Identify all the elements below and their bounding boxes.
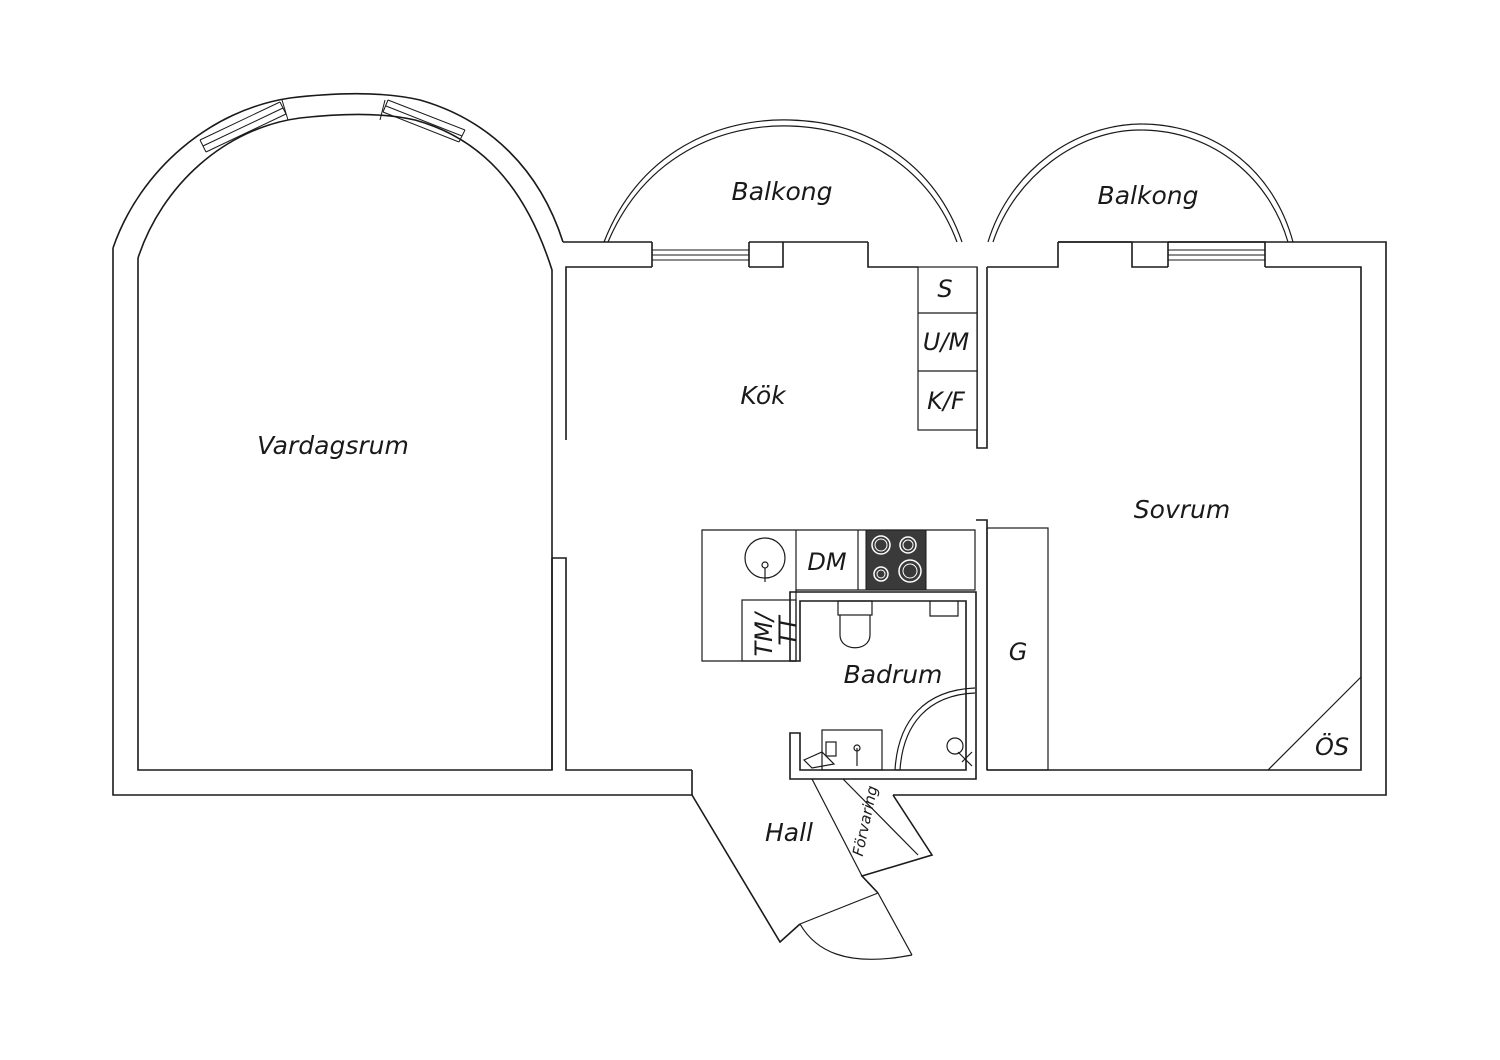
label-um: U/M [923, 328, 970, 356]
kitchen-tall-cabinets [917, 266, 978, 431]
label-tm-tt: TM/ TT [750, 605, 802, 656]
wardrobe-g [986, 527, 1049, 771]
label-dm: DM [807, 548, 846, 576]
label-os: ÖS [1315, 732, 1349, 761]
label-badrum: Badrum [844, 660, 943, 689]
outer-walls [112, 241, 1387, 944]
label-sovrum: Sovrum [1134, 495, 1230, 524]
label-balkong-1: Balkong [732, 177, 833, 206]
label-tm-tt-line1: TM/ [750, 610, 778, 656]
balconies [603, 119, 1294, 243]
label-forvaring: Förvaring [849, 784, 881, 858]
windows [652, 249, 1265, 261]
living-room-bay [112, 92, 564, 440]
corner-cabinet-os [1267, 676, 1362, 771]
label-vardagsrum: Vardagsrum [257, 431, 409, 460]
label-kf: K/F [927, 387, 966, 415]
label-kok: Kök [740, 381, 787, 410]
label-g: G [1009, 638, 1028, 666]
label-hall: Hall [765, 818, 813, 847]
label-tm-tt-line2: TT [774, 614, 802, 646]
room-labels: Vardagsrum Kök Sovrum Badrum Hall Balkon… [257, 177, 1230, 847]
hall [691, 770, 934, 960]
label-balkong-2: Balkong [1098, 181, 1199, 210]
bathroom-walls [789, 519, 988, 780]
kitchen-counter [701, 529, 976, 662]
label-s: S [937, 275, 952, 303]
